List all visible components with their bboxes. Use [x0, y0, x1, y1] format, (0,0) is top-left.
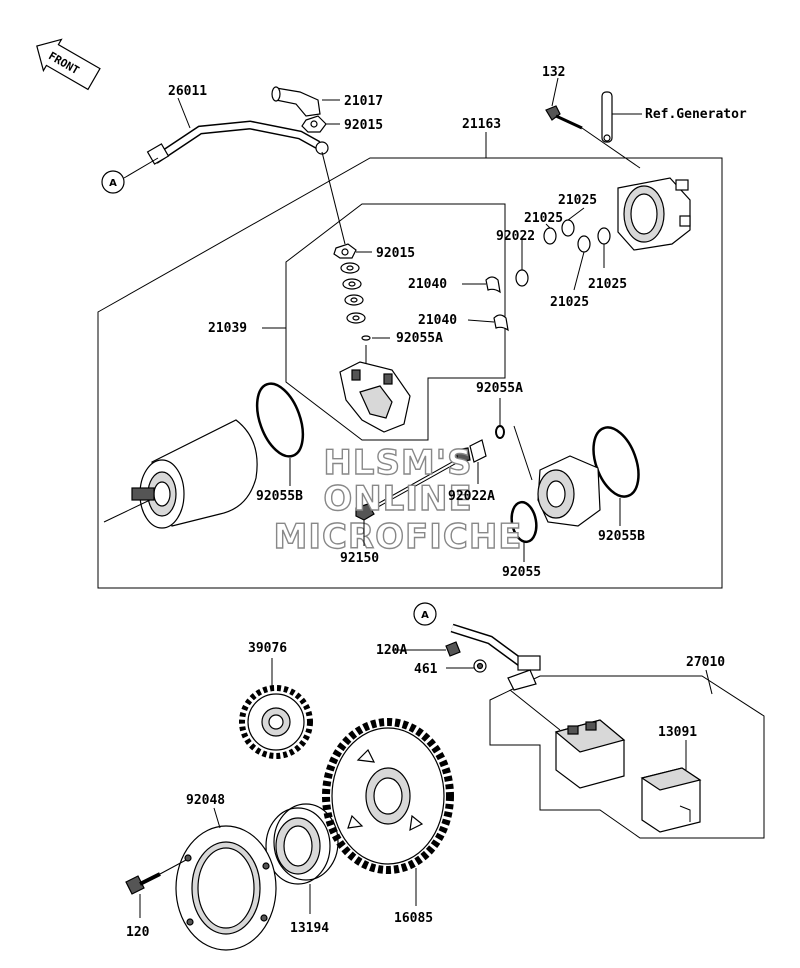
- watermark: HLSM'S ONLINE MICROFICHE: [273, 442, 522, 557]
- brush-21040-b: [493, 314, 509, 332]
- label-26011: 26011: [168, 84, 207, 99]
- generator-bracket: [601, 91, 642, 143]
- label-92055a-top: 92055A: [396, 331, 443, 346]
- o-ring-92055b-left: [255, 382, 305, 458]
- label-120: 120: [126, 925, 150, 940]
- label-21025-b: 21025: [524, 211, 563, 226]
- starter-clutch-gear-16085: [322, 718, 454, 874]
- label-21163: 21163: [462, 117, 501, 132]
- washer-21025-c: [577, 235, 591, 253]
- battery-cable-26011: [146, 120, 329, 165]
- nut-92150: [355, 503, 375, 521]
- o-ring-92055: [510, 500, 538, 544]
- label-16085: 16085: [394, 911, 433, 926]
- label-92055: 92055: [502, 565, 541, 580]
- starter-relay: [554, 719, 626, 789]
- label-27010: 27010: [686, 655, 725, 670]
- label-21040-a: 21040: [408, 277, 447, 292]
- label-21025-a: 21025: [558, 193, 597, 208]
- label-92150: 92150: [340, 551, 379, 566]
- relay-cover-13091: [640, 767, 702, 833]
- watermark-line-1: HLSM'S: [323, 443, 472, 483]
- watermark-line-2: ONLINE: [323, 479, 472, 519]
- one-way-clutch-13194: [265, 803, 339, 885]
- o-ring-92055a-lower: [495, 425, 505, 439]
- nut-461: [446, 659, 487, 673]
- label-21040-b: 21040: [418, 313, 457, 328]
- washer-stack: [340, 262, 366, 324]
- label-21017: 21017: [344, 94, 383, 109]
- callout-a-top-label: A: [109, 178, 117, 189]
- o-ring-92055a-small: [361, 335, 371, 341]
- bolt-132: [545, 105, 641, 169]
- label-13194: 13194: [290, 921, 329, 936]
- assembly-outline-21163: [97, 157, 723, 589]
- nut-92015-top: [301, 115, 327, 133]
- assembly-outline-21039: [285, 203, 506, 441]
- label-21025-c: 21025: [588, 277, 627, 292]
- end-cover-rear: [617, 177, 691, 251]
- front-direction-badge: FRONT: [36, 38, 101, 91]
- label-92022a: 92022A: [448, 489, 495, 504]
- label-92055b-left: 92055B: [256, 489, 303, 504]
- bolt-120: [125, 859, 187, 895]
- label-21025-d: 21025: [550, 295, 589, 310]
- label-ref-generator: Ref.Generator: [645, 107, 747, 122]
- label-461: 461: [414, 662, 438, 677]
- washer-21025-b: [561, 219, 575, 237]
- label-92015-top: 92015: [344, 118, 383, 133]
- label-132: 132: [542, 65, 565, 80]
- watermark-line-3: MICROFICHE: [273, 517, 522, 557]
- label-92022: 92022: [496, 229, 535, 244]
- washer-92022: [515, 269, 529, 287]
- label-92055a-lower: 92055A: [476, 381, 523, 396]
- label-39076: 39076: [248, 641, 287, 656]
- label-92015-mid: 92015: [376, 246, 415, 261]
- callout-a-top: [101, 170, 125, 194]
- terminal-cap-21017: [271, 86, 321, 117]
- brush-21040-a: [485, 276, 501, 294]
- motor-yoke: [103, 419, 258, 529]
- clutch-housing-92048: [175, 825, 277, 951]
- brush-plate: [339, 345, 411, 433]
- label-92055b-right: 92055B: [598, 529, 645, 544]
- label-13091: 13091: [658, 725, 697, 740]
- assembly-outline-27010: [489, 675, 765, 839]
- end-cover-front: [513, 425, 601, 527]
- callout-a-bottom-label: A: [421, 610, 429, 621]
- washer-21025-d: [597, 227, 611, 245]
- starter-cable: [450, 623, 541, 691]
- nut-92015-mid: [333, 243, 357, 259]
- part-labels: 26011 21017 92015 132 Ref.Generator 2116…: [126, 65, 747, 940]
- label-21039: 21039: [208, 321, 247, 336]
- label-92048: 92048: [186, 793, 225, 808]
- idle-gear-39076: [239, 685, 313, 759]
- leader-lines: [139, 77, 713, 918]
- washer-21025-a: [543, 227, 557, 245]
- through-bolt: [365, 447, 471, 514]
- label-120a: 120A: [376, 643, 407, 658]
- washer-92022a: [469, 439, 487, 463]
- bolt-120a: [392, 641, 461, 657]
- callout-a-bottom: [413, 602, 437, 626]
